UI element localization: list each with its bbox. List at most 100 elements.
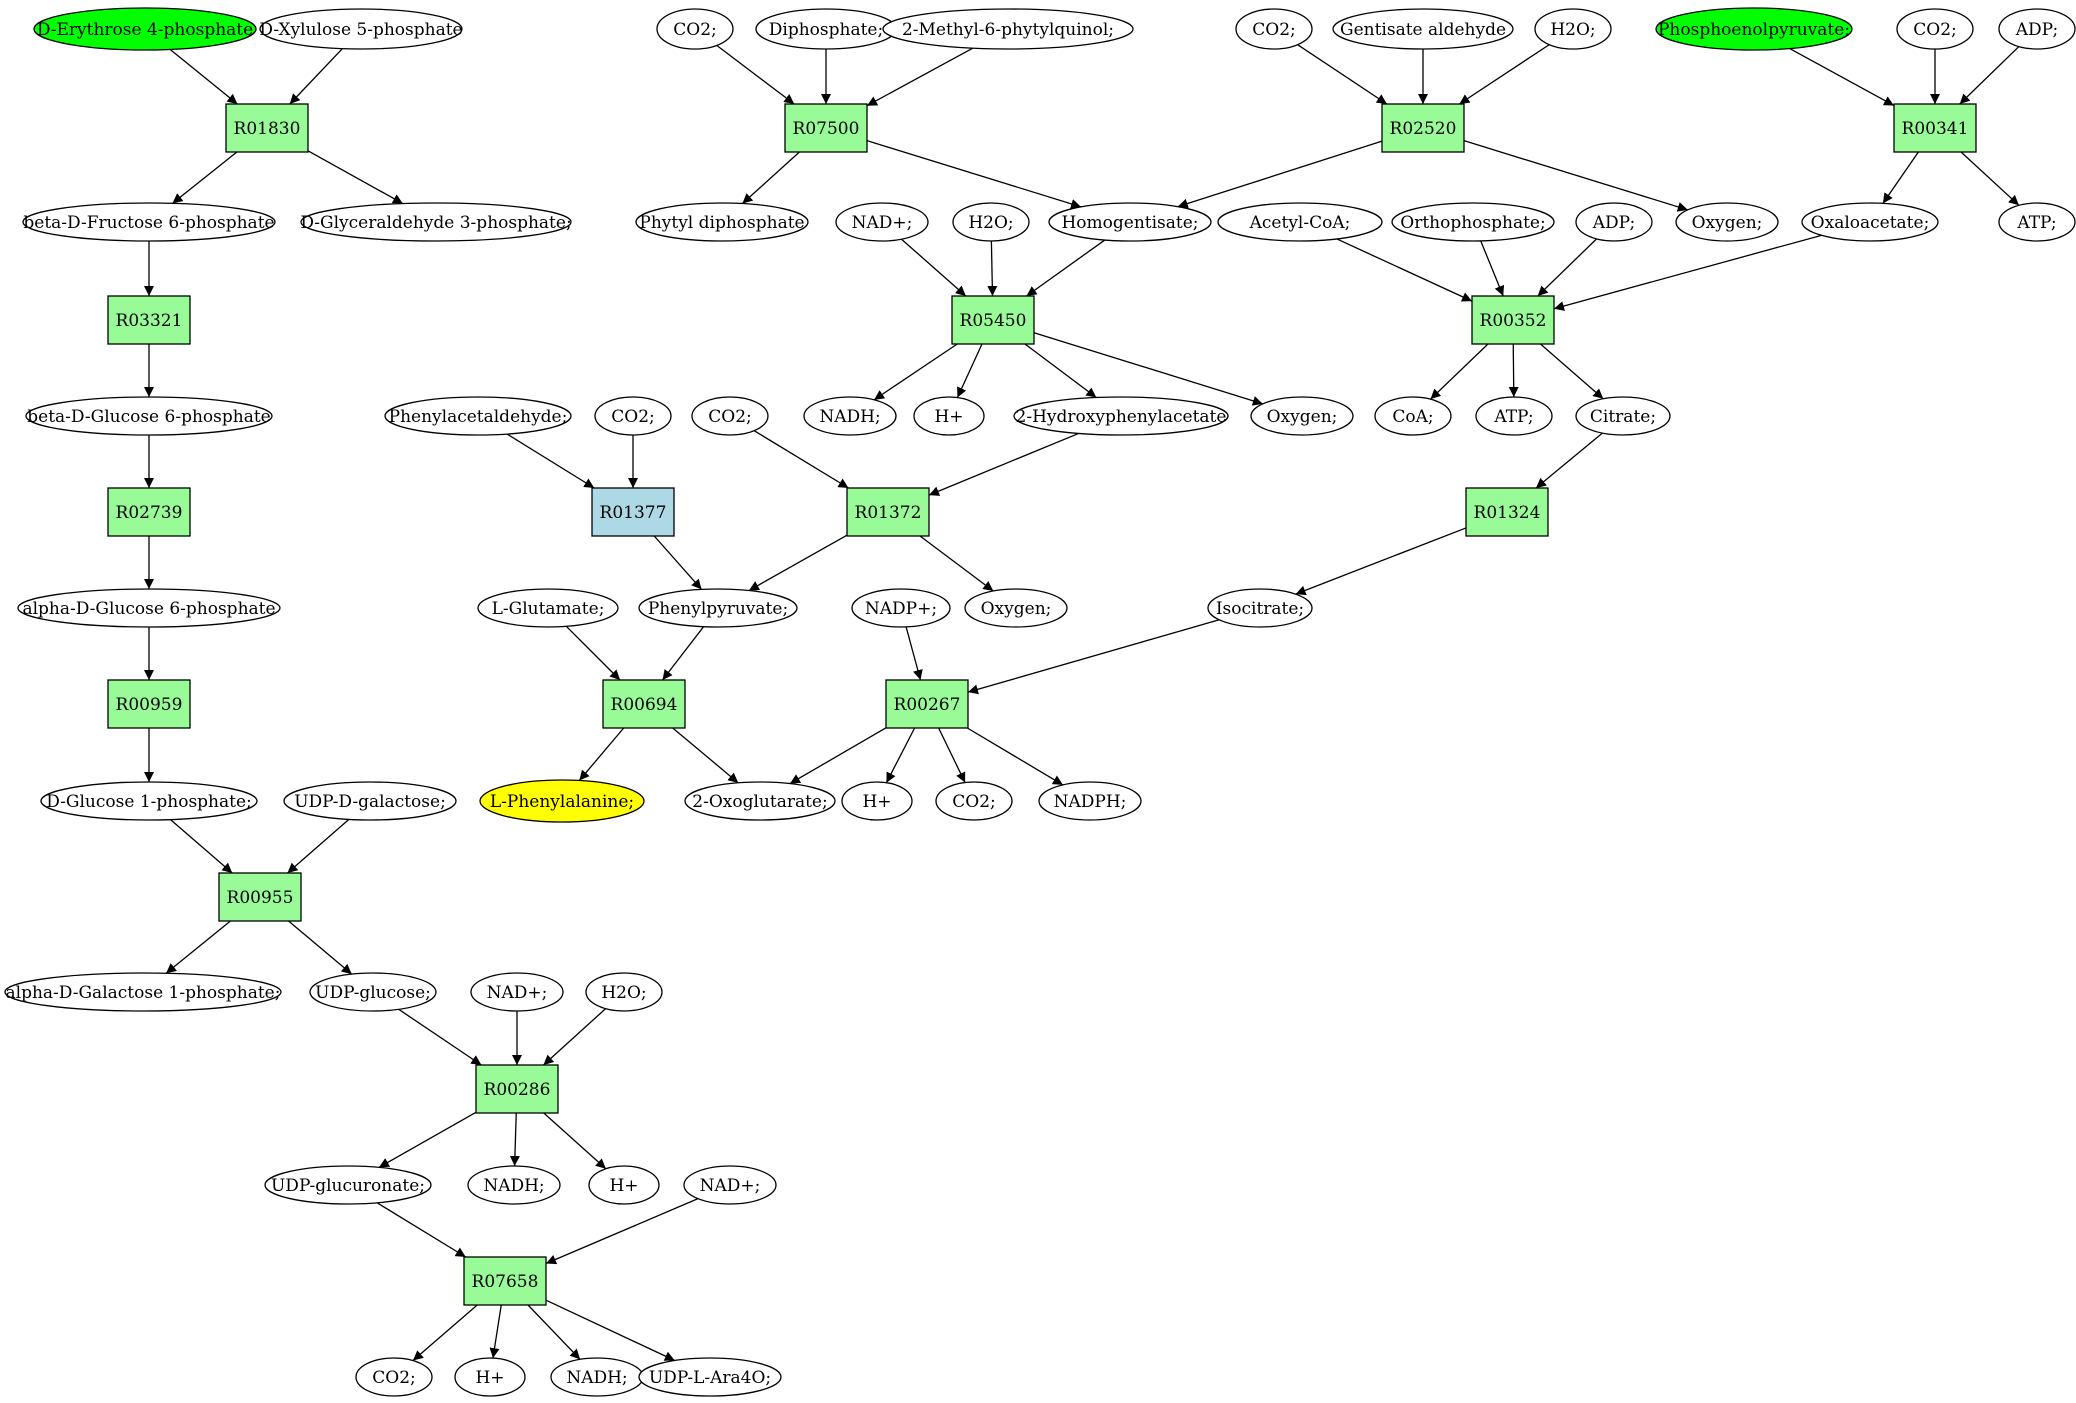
- compound-ellipse: [1391, 202, 1555, 242]
- compound-node-c40: Oxygen;: [1250, 396, 1354, 436]
- compound-node-c58: CO2;: [935, 781, 1013, 821]
- node-label: D-Glucose 1-phosphate;: [46, 792, 252, 812]
- node-label: L-Phenylalanine;: [490, 792, 634, 812]
- compound-node-c25: Homogentisate;: [1048, 202, 1212, 242]
- compound-node-c10: UDP-glucose;: [309, 972, 437, 1012]
- node-label: NAD+;: [487, 983, 548, 1003]
- reaction-node-r2: R03321: [107, 295, 191, 345]
- edge-c30-r10: [1789, 47, 1895, 107]
- compound-node-c53: L-Glutamate;: [477, 588, 619, 628]
- compound-node-c2: D-Xylulose 5-phosphate: [259, 8, 463, 50]
- node-label: NADH;: [566, 1368, 627, 1388]
- node-label: alpha-D-Galactose 1-phosphate;: [6, 983, 281, 1003]
- edge-c1-r1: [169, 48, 238, 105]
- compound-node-c50: Phenylpyruvate;: [638, 588, 798, 628]
- edge-r10-c34: [1960, 151, 2020, 206]
- compound-ellipse: [1048, 202, 1212, 242]
- compound-node-c41: Acetyl-CoA;: [1217, 202, 1383, 242]
- edge-c7-r5: [170, 819, 233, 874]
- node-label: L-Glutamate;: [492, 599, 605, 619]
- compound-ellipse: [691, 396, 769, 436]
- reaction-box: [225, 103, 309, 153]
- node-label: R07500: [793, 119, 860, 139]
- edge-r11-c40: [1033, 332, 1264, 406]
- compound-ellipse: [882, 8, 1134, 50]
- node-label: ATP;: [1493, 407, 1533, 427]
- compound-ellipse: [913, 396, 985, 436]
- compound-node-c38: H+: [913, 396, 985, 436]
- node-label: NAD+;: [700, 1176, 761, 1196]
- node-label: R01324: [1474, 503, 1541, 523]
- compound-node-c14: NADH;: [467, 1165, 561, 1205]
- compound-node-c59: NADPH;: [1038, 781, 1142, 821]
- node-label: Isocitrate;: [1216, 599, 1304, 619]
- compound-ellipse: [635, 202, 809, 242]
- node-label: Oxygen;: [1692, 213, 1763, 233]
- compound-ellipse: [1998, 8, 2076, 50]
- edge-r17-c57: [885, 727, 916, 784]
- edge-r5-c9: [165, 920, 231, 974]
- node-label: ADP;: [2015, 20, 2058, 40]
- reaction-box: [1381, 103, 1465, 153]
- edge-c33-r12: [1553, 234, 1822, 311]
- edge-r11-c37: [873, 343, 958, 401]
- node-label: R00341: [1902, 119, 1969, 139]
- compound-ellipse: [264, 1165, 432, 1205]
- edge-c32-r10: [1959, 46, 2020, 105]
- compound-node-c15: H+: [588, 1165, 660, 1205]
- compound-ellipse: [467, 1165, 561, 1205]
- compound-ellipse: [835, 202, 929, 242]
- edge-r16-c54: [578, 727, 625, 781]
- compound-ellipse: [1332, 8, 1514, 50]
- compound-node-c37: NADH;: [803, 396, 897, 436]
- reaction-node-r15: R01324: [1465, 487, 1549, 537]
- node-label: Orthophosphate;: [1400, 213, 1545, 233]
- edge-r17-c55: [789, 727, 887, 785]
- compound-ellipse: [1207, 588, 1313, 628]
- reaction-box: [107, 679, 191, 729]
- compound-node-c32: ADP;: [1998, 8, 2076, 50]
- node-label: 2-Hydroxyphenylacetate: [1016, 407, 1227, 427]
- reaction-box: [107, 295, 191, 345]
- compound-ellipse: [935, 781, 1013, 821]
- edge-c25-r11: [1026, 239, 1106, 297]
- compound-node-c39: 2-Hydroxyphenylacetate: [1013, 396, 1229, 436]
- compound-ellipse: [1575, 396, 1671, 436]
- compound-node-c43: ADP;: [1575, 202, 1653, 242]
- node-label: R00959: [116, 695, 183, 715]
- node-label: H2O;: [601, 983, 646, 1003]
- node-label: D-Glyceraldehyde 3-phosphate;: [300, 213, 571, 233]
- compound-node-c36: H2O;: [952, 202, 1030, 242]
- reaction-node-r9: R02520: [1381, 103, 1465, 153]
- reaction-node-r1: R01830: [225, 103, 309, 153]
- compound-node-c52: Isocitrate;: [1207, 588, 1313, 628]
- edge-c46-r15: [1535, 432, 1603, 489]
- reaction-box: [107, 487, 191, 537]
- edge-r14-c50: [748, 534, 848, 592]
- compound-ellipse: [1475, 396, 1553, 436]
- reaction-box: [1465, 487, 1549, 537]
- compound-ellipse: [851, 588, 951, 628]
- compound-ellipse: [470, 972, 564, 1012]
- edges-layer: [144, 44, 2020, 1362]
- reaction-box: [885, 679, 969, 729]
- edge-r6-c15: [543, 1112, 607, 1170]
- reaction-node-r13: R01377: [591, 487, 675, 537]
- edge-c52-r17: [967, 619, 1220, 695]
- node-label: R05450: [960, 311, 1027, 331]
- edge-r6-c13: [378, 1111, 477, 1168]
- node-label: beta-D-Glucose 6-phosphate: [27, 407, 270, 427]
- compound-ellipse: [1801, 202, 1939, 242]
- compound-node-c5: beta-D-Glucose 6-phosphate: [25, 396, 273, 436]
- node-label: Phenylpyruvate;: [648, 599, 788, 619]
- compound-node-c22: Diphosphate;: [755, 8, 897, 50]
- reaction-node-r8: R07500: [784, 103, 868, 153]
- compound-ellipse: [964, 588, 1068, 628]
- compound-node-c35: NAD+;: [835, 202, 929, 242]
- compound-node-c33: Oxaloacetate;: [1801, 202, 1939, 242]
- edge-r12-c45: [1508, 343, 1519, 398]
- node-label: H+: [609, 1176, 638, 1196]
- edge-c49-r14: [753, 430, 849, 489]
- compound-node-c28: H2O;: [1534, 8, 1612, 50]
- reaction-node-r10: R00341: [1893, 103, 1977, 153]
